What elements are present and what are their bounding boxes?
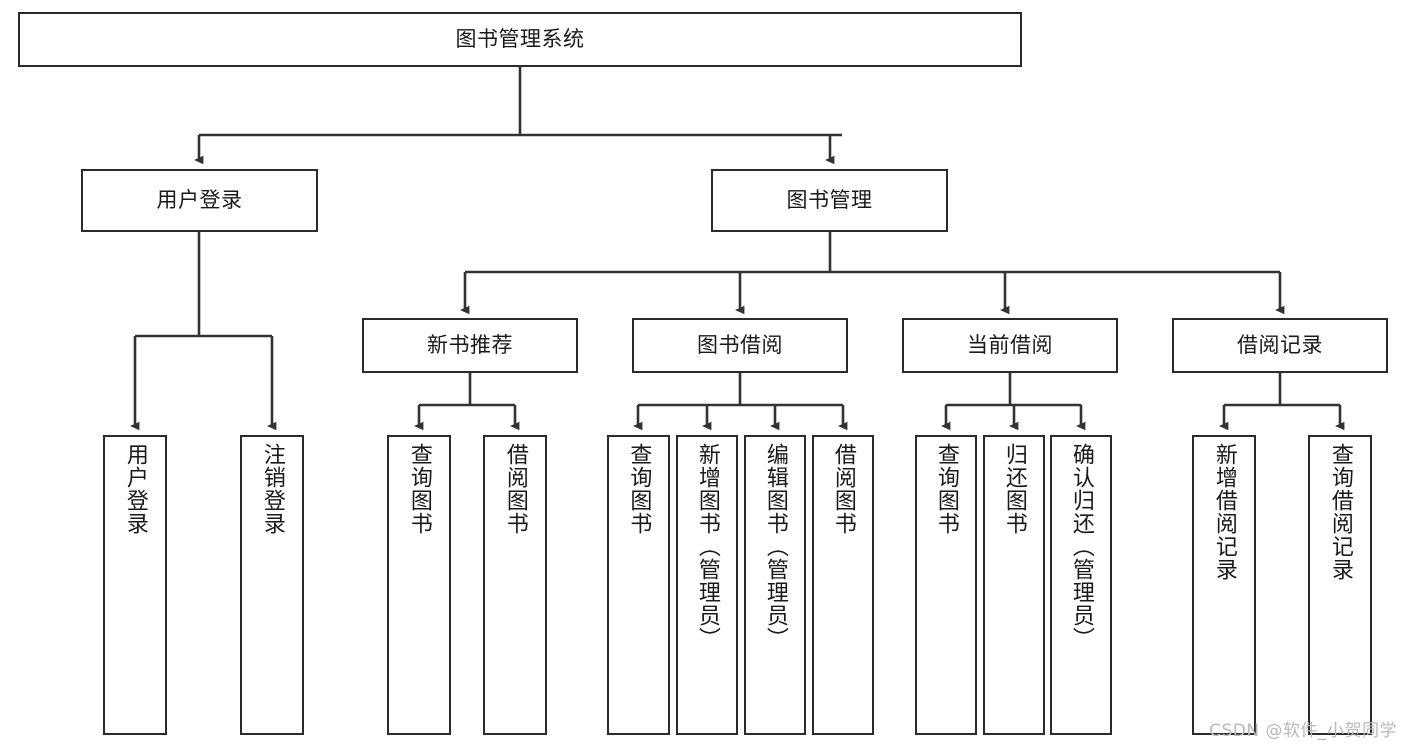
node-leaf-user-login[interactable]: 用户登录 xyxy=(103,435,167,735)
csdn-watermark: CSDN @软件_小贺同学 xyxy=(1209,721,1397,741)
node-leaf-confirm-return-admin-label: 确认归还（管理员） xyxy=(1068,443,1094,650)
node-leaf-query-book-rec[interactable]: 查询图书 xyxy=(387,435,451,735)
node-book-manage-label: 图书管理 xyxy=(786,188,873,212)
node-leaf-logout[interactable]: 注销登录 xyxy=(240,435,304,735)
node-leaf-user-login-label: 用户登录 xyxy=(122,443,148,535)
node-leaf-add-book-admin-label: 新增图书（管理员） xyxy=(694,443,720,650)
node-current-borrow[interactable]: 当前借阅 xyxy=(902,318,1118,373)
node-leaf-query-borrow-record[interactable]: 查询借阅记录 xyxy=(1308,435,1372,735)
node-borrow-record-label: 借阅记录 xyxy=(1237,333,1323,357)
node-user-login[interactable]: 用户登录 xyxy=(81,169,318,232)
node-leaf-return-book[interactable]: 归还图书 xyxy=(983,435,1045,735)
node-leaf-edit-book-admin-label: 编辑图书（管理员） xyxy=(762,443,788,650)
node-new-book-recommend[interactable]: 新书推荐 xyxy=(362,318,578,373)
node-leaf-borrow-book-rec-label: 借阅图书 xyxy=(502,443,528,535)
node-new-book-recommend-label: 新书推荐 xyxy=(427,333,513,357)
node-book-borrow-label: 图书借阅 xyxy=(697,333,783,357)
node-leaf-edit-book-admin[interactable]: 编辑图书（管理员） xyxy=(744,435,806,735)
node-leaf-query-borrow-record-label: 查询借阅记录 xyxy=(1327,443,1353,581)
node-leaf-add-borrow-record[interactable]: 新增借阅记录 xyxy=(1192,435,1256,735)
node-current-borrow-label: 当前借阅 xyxy=(967,333,1053,357)
node-leaf-query-book-current[interactable]: 查询图书 xyxy=(915,435,977,735)
node-leaf-logout-label: 注销登录 xyxy=(259,443,285,535)
node-root[interactable]: 图书管理系统 xyxy=(18,12,1022,67)
node-leaf-add-borrow-record-label: 新增借阅记录 xyxy=(1211,443,1237,581)
node-book-manage[interactable]: 图书管理 xyxy=(711,169,948,232)
node-leaf-borrow-book[interactable]: 借阅图书 xyxy=(812,435,874,735)
node-leaf-return-book-label: 归还图书 xyxy=(1001,443,1027,535)
node-leaf-query-book-borrow-label: 查询图书 xyxy=(626,443,652,535)
node-root-label: 图书管理系统 xyxy=(455,27,585,51)
node-book-borrow[interactable]: 图书借阅 xyxy=(632,318,848,373)
node-leaf-query-book-borrow[interactable]: 查询图书 xyxy=(607,435,670,735)
node-borrow-record[interactable]: 借阅记录 xyxy=(1172,318,1388,373)
node-leaf-borrow-book-label: 借阅图书 xyxy=(830,443,856,535)
node-leaf-add-book-admin[interactable]: 新增图书（管理员） xyxy=(676,435,738,735)
node-leaf-borrow-book-rec[interactable]: 借阅图书 xyxy=(483,435,547,735)
node-leaf-query-book-current-label: 查询图书 xyxy=(933,443,959,535)
node-leaf-query-book-rec-label: 查询图书 xyxy=(406,443,432,535)
node-leaf-confirm-return-admin[interactable]: 确认归还（管理员） xyxy=(1050,435,1112,735)
node-user-login-label: 用户登录 xyxy=(156,188,243,212)
